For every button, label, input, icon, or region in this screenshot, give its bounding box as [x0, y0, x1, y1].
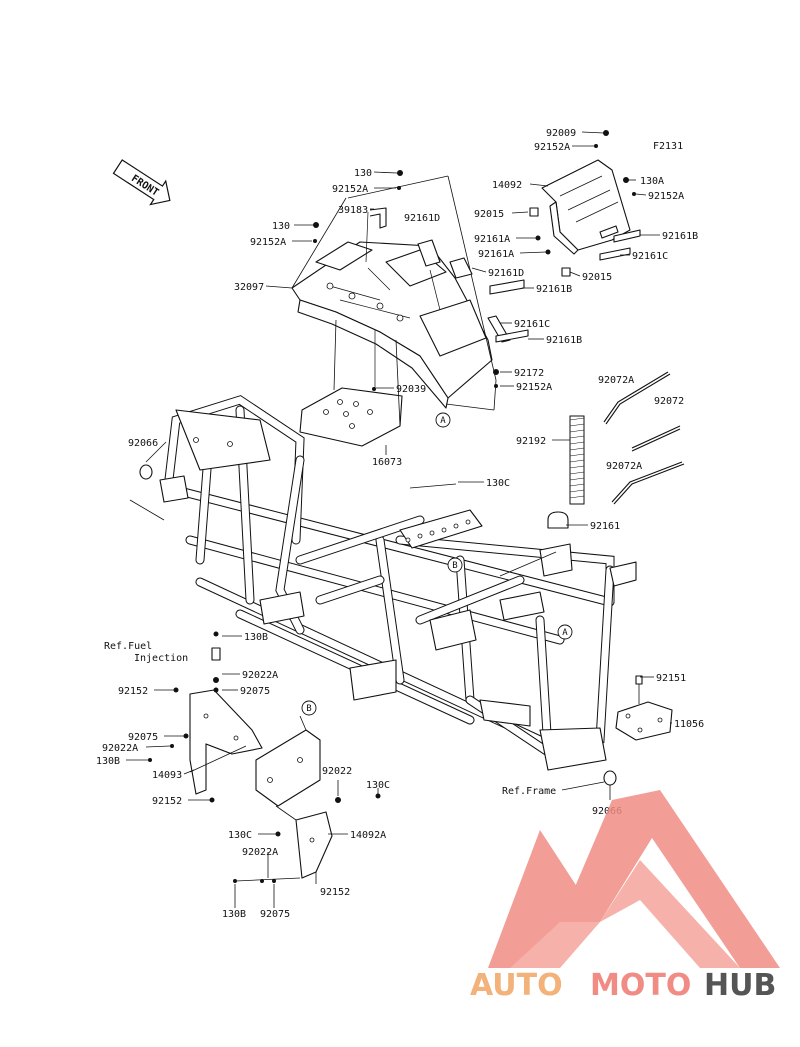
- label-130C: 130C: [366, 780, 390, 791]
- label-92072: 92072: [654, 396, 684, 407]
- svg-text:A: A: [440, 416, 446, 426]
- label-92161B: 92161B: [662, 231, 698, 242]
- watermark-moto: MOTO: [590, 968, 691, 1003]
- label-14092A: 14092A: [350, 830, 386, 841]
- label-92022A: 92022A: [242, 847, 278, 858]
- leader-lines: [126, 131, 672, 908]
- label-92022: 92022: [322, 766, 352, 777]
- front-arrow-icon: FRONT: [112, 159, 171, 206]
- ref-circle-a-frame: A: [557, 624, 573, 640]
- label-130: 130: [354, 168, 372, 179]
- ref-circle-b-frame: B: [447, 557, 463, 573]
- label-92152A: 92152A: [250, 237, 286, 248]
- label-14092: 14092: [492, 180, 522, 191]
- label-130B: 130B: [96, 756, 120, 767]
- part-labels: 92009 92152A 130 92152A 14092 130A 92152…: [96, 128, 704, 920]
- watermark-logo-icon: [488, 790, 780, 968]
- ref-circle-a-top: A: [435, 412, 451, 428]
- label-92161C: 92161C: [632, 251, 668, 262]
- note-fuel-line1: Ref.Fuel: [104, 641, 152, 652]
- label-39183: 39183: [338, 205, 368, 216]
- label-130C: 130C: [228, 830, 252, 841]
- note-ref-frame: Ref.Frame: [502, 786, 556, 797]
- diagram-code: F2131: [653, 141, 683, 152]
- label-92161A: 92161A: [474, 234, 510, 245]
- guard-14092: [313, 130, 641, 391]
- guard-14092A: [233, 715, 381, 883]
- note-fuel-line2: Injection: [134, 653, 188, 664]
- label-92161D: 92161D: [488, 268, 524, 279]
- label-92161B: 92161B: [546, 335, 582, 346]
- ref-circle-b-lower: B: [301, 700, 317, 716]
- bracket-11056: [615, 675, 673, 741]
- label-16073: 16073: [372, 457, 402, 468]
- label-130C: 130C: [486, 478, 510, 489]
- label-92066: 92066: [592, 806, 622, 817]
- watermark-text: AUTO MOTO HUB: [470, 968, 776, 1003]
- rear-fender-assembly: [291, 175, 529, 411]
- label-130B: 130B: [244, 632, 268, 643]
- label-92015: 92015: [474, 209, 504, 220]
- label-92152A: 92152A: [516, 382, 552, 393]
- label-92075: 92075: [260, 909, 290, 920]
- label-130A: 130A: [640, 176, 664, 187]
- label-92075: 92075: [128, 732, 158, 743]
- label-92161: 92161: [590, 521, 620, 532]
- main-frame: [129, 395, 637, 771]
- label-92075: 92075: [240, 686, 270, 697]
- label-32097: 32097: [234, 282, 264, 293]
- label-130: 130: [272, 221, 290, 232]
- label-92152: 92152: [320, 887, 350, 898]
- label-92022A: 92022A: [242, 670, 278, 681]
- label-92015: 92015: [582, 272, 612, 283]
- label-14093: 14093: [152, 770, 182, 781]
- label-92152: 92152: [152, 796, 182, 807]
- under-plate-16073: [299, 319, 403, 447]
- label-92161A: 92161A: [478, 249, 514, 260]
- label-130B: 130B: [222, 909, 246, 920]
- label-92022A: 92022A: [102, 743, 138, 754]
- label-92072A: 92072A: [606, 461, 642, 472]
- svg-text:B: B: [452, 561, 457, 571]
- label-92161B: 92161B: [536, 284, 572, 295]
- label-92039: 92039: [396, 384, 426, 395]
- watermark-auto: AUTO: [470, 968, 563, 1003]
- svg-text:A: A: [562, 628, 568, 638]
- label-11056: 11056: [674, 719, 704, 730]
- svg-text:B: B: [306, 704, 311, 714]
- label-92161C: 92161C: [514, 319, 550, 330]
- label-92152: 92152: [118, 686, 148, 697]
- label-92152A: 92152A: [332, 184, 368, 195]
- label-92192: 92192: [516, 436, 546, 447]
- label-92172: 92172: [514, 368, 544, 379]
- label-92161D: 92161D: [404, 213, 440, 224]
- guard-14093: [148, 631, 263, 803]
- label-92152A: 92152A: [534, 142, 570, 153]
- label-92009: 92009: [546, 128, 576, 139]
- label-92066: 92066: [128, 438, 158, 449]
- label-92152A: 92152A: [648, 191, 684, 202]
- watermark-hub: HUB: [704, 968, 776, 1003]
- label-92072A: 92072A: [598, 375, 634, 386]
- label-92151: 92151: [656, 673, 686, 684]
